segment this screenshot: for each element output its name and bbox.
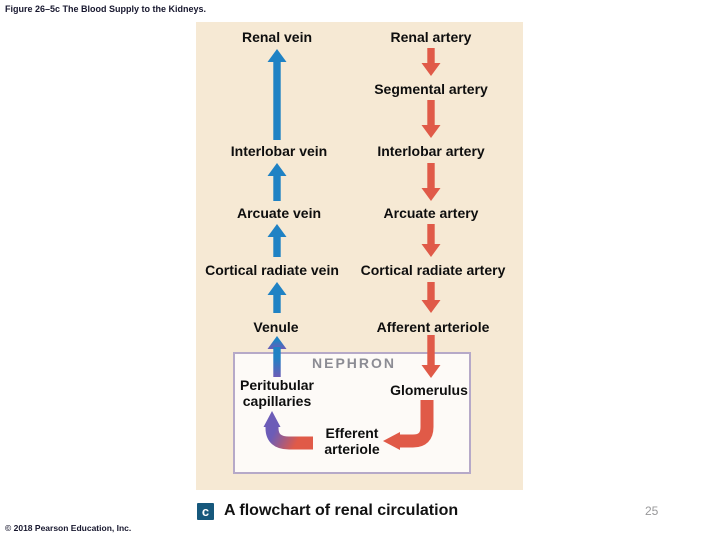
label-afferent-arteriole: Afferent arteriole bbox=[376, 319, 490, 335]
label-segmental-artery: Segmental artery bbox=[374, 81, 488, 97]
label-efferent-arteriole: Efferent arteriole bbox=[324, 425, 380, 457]
label-arcuate-artery: Arcuate artery bbox=[383, 205, 479, 221]
label-cortical-radiate-vein: Cortical radiate vein bbox=[205, 262, 339, 278]
arrow-up-arcuate-to-interlobar-vein-icon bbox=[267, 163, 287, 201]
arrow-glomerulus-to-efferent-icon bbox=[383, 400, 434, 450]
label-interlobar-artery: Interlobar artery bbox=[377, 143, 485, 159]
elbow-arrows-nephron bbox=[263, 400, 434, 450]
label-interlobar-vein: Interlobar vein bbox=[230, 143, 328, 159]
label-nephron: NEPHRON bbox=[311, 355, 397, 371]
arrow-down-cortical-to-afferent-icon bbox=[421, 282, 441, 313]
figure-label: Figure 26–5c The Blood Supply to the Kid… bbox=[5, 4, 207, 14]
label-arcuate-vein: Arcuate vein bbox=[236, 205, 322, 221]
arrow-efferent-to-peritubular-icon bbox=[263, 411, 313, 450]
arrow-up-peritubular-to-venule-icon bbox=[267, 336, 287, 377]
label-renal-vein: Renal vein bbox=[241, 29, 313, 45]
label-renal-artery: Renal artery bbox=[390, 29, 472, 45]
arrow-down-renal-to-segmental-artery-icon bbox=[421, 48, 441, 76]
arrow-down-afferent-to-glomerulus-icon bbox=[421, 335, 441, 378]
arrow-down-interlobar-to-arcuate-artery-icon bbox=[421, 163, 441, 201]
label-cortical-radiate-artery: Cortical radiate artery bbox=[360, 262, 506, 278]
page-number: 25 bbox=[645, 504, 659, 518]
copyright: © 2018 Pearson Education, Inc. bbox=[5, 523, 132, 533]
arrow-down-segmental-to-interlobar-artery-icon bbox=[421, 100, 441, 138]
arrow-down-arcuate-to-cortical-artery-icon bbox=[421, 224, 441, 257]
caption-text: A flowchart of renal circulation bbox=[224, 502, 459, 519]
arrow-up-interlobar-to-renal-vein-icon bbox=[267, 49, 287, 140]
label-peritubular-capillaries: Peritubular capillaries bbox=[240, 377, 314, 409]
label-venule: Venule bbox=[253, 319, 299, 335]
arrow-up-venule-to-cortical-vein-icon bbox=[267, 282, 287, 313]
arrow-up-cortical-to-arcuate-vein-icon bbox=[267, 224, 287, 257]
caption-badge: c bbox=[197, 503, 214, 520]
label-glomerulus: Glomerulus bbox=[390, 382, 468, 398]
